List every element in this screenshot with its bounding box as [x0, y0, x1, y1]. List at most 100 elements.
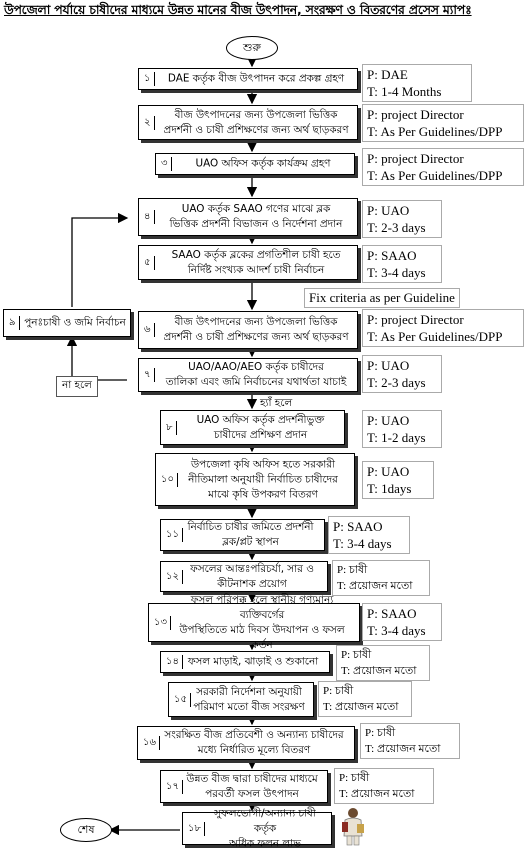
- step-number: ১৬: [140, 736, 160, 750]
- step-number: ৩: [158, 157, 172, 171]
- step-text: উপজেলা কৃষি অফিস হতে সরকারী নীতিমালা অনু…: [188, 458, 338, 500]
- person-time-box-14: P: চাষী T: প্রয়োজন মতো: [336, 645, 430, 681]
- step-number: ৮: [163, 420, 177, 435]
- end-terminal: শেষ: [60, 818, 112, 842]
- process-step-12: ১২ ফসলের আন্তঃপরিচর্যা, সার ও কীটনাশক প্…: [160, 561, 328, 592]
- person-text: P: SAAO: [367, 606, 417, 621]
- step-number: ৫: [141, 255, 155, 270]
- person-time-box-11: P: SAAO T: 3-4 days: [328, 516, 410, 554]
- person-time-box-13: P: SAAO T: 3-4 days: [362, 603, 442, 641]
- process-step-17: ১৭ উন্নত বীজ দ্বারা চাষীদের মাধ্যমে পরবর…: [160, 770, 328, 803]
- step-text: UAO অফিস কর্তৃক কার্যক্রম গ্রহণ: [195, 157, 331, 170]
- person-text: P: চাষী: [323, 685, 354, 697]
- person-time-box-15: P: চাষী T: প্রয়োজন মতো: [318, 681, 412, 717]
- person-text: P: UAO: [367, 464, 410, 479]
- time-text: T: As Per Guidelines/DPP: [367, 329, 503, 344]
- person-time-box-17: P: চাষী T: প্রয়োজন মতো: [334, 768, 434, 804]
- person-time-box-5: P: SAAO T: 3-4 days: [362, 245, 442, 283]
- step-text: UAO কর্তৃক SAAO গণের মাঝে ব্লক ভিত্তিক প…: [169, 203, 343, 230]
- time-text: T: 2-3 days: [367, 220, 426, 235]
- person-text: P: UAO: [367, 413, 410, 428]
- step-text: বীজ উৎপাদনের জন্য উপজেলা ভিত্তিক প্রদর্শ…: [163, 316, 349, 343]
- step-text: UAO অফিস কর্তৃক প্রদর্শনীভুক্ত চাষীদের প…: [196, 413, 325, 441]
- page-title: উপজেলা পর্যায়ে চাষীদের মাধ্যমে উন্নত মা…: [4, 2, 472, 17]
- person-time-box-7: P: UAO T: 2-3 days: [362, 355, 442, 393]
- process-step-4: ৪ UAO কর্তৃক SAAO গণের মাঝে ব্লক ভিত্তিক…: [138, 198, 358, 236]
- person-text: P: চাষী: [341, 649, 372, 661]
- process-step-13: ১৩ ফসল পরিপক্ক হলে স্থানীয় গণ্যমান্য ব্…: [148, 594, 360, 651]
- step-text: UAO/AAO/AEO কর্তৃক চাষীদের তালিকা এবং জম…: [165, 361, 347, 388]
- no-label: না হলে: [56, 376, 98, 397]
- step-number: ১: [141, 72, 155, 86]
- process-step-18: ১৮ সুফলভোগী/অন্যান্য চাষী কর্তৃক অধিক ফল…: [182, 807, 332, 849]
- step-text: ফসল মাড়াই, ঝাড়াই ও শুকানো: [187, 655, 319, 668]
- time-text: T: প্রয়োজন মতো: [365, 743, 441, 755]
- process-step-11: ১১ নির্বাচিত চাষীর জমিতে প্রদর্শনী ব্লক/…: [160, 519, 325, 551]
- process-step-6: ৬ বীজ উৎপাদনের জন্য উপজেলা ভিত্তিক প্রদর…: [138, 311, 358, 349]
- process-step-7: ৭ UAO/AAO/AEO কর্তৃক চাষীদের তালিকা এবং …: [138, 358, 358, 392]
- criteria-note: Fix criteria as per Guideline: [304, 288, 460, 308]
- step-number: ১১: [163, 528, 183, 542]
- time-text: T: 3-4 days: [367, 265, 426, 280]
- process-step-8: ৮ UAO অফিস কর্তৃক প্রদর্শনীভুক্ত চাষীদের…: [160, 410, 345, 445]
- process-step-3: ৩ UAO অফিস কর্তৃক কার্যক্রম গ্রহণ: [155, 153, 355, 175]
- step-number: ১২: [163, 569, 183, 584]
- person-text: P: project Director: [367, 107, 464, 122]
- step-text: নির্বাচিত চাষীর জমিতে প্রদর্শনী ব্লক/প্ল…: [187, 521, 314, 548]
- person-text: P: UAO: [367, 203, 410, 218]
- person-text: P: চাষী: [339, 772, 370, 784]
- time-text: T: প্রয়োজন মতো: [337, 580, 413, 592]
- step-number: ১৭: [163, 779, 183, 794]
- step-number: ১৮: [185, 821, 205, 836]
- time-text: T: As Per Guidelines/DPP: [367, 168, 503, 183]
- step-text: পুনঃচাষী ও জমি নির্বাচন: [24, 316, 126, 329]
- person-text: P: DAE: [367, 67, 408, 82]
- person-time-box-10: P: UAO T: 1days: [362, 461, 434, 499]
- yes-label: হ্যাঁ হলে: [258, 396, 295, 413]
- person-text: P: project Director: [367, 312, 464, 327]
- process-step-15: ১৫ সরকারী নির্দেশনা অনুযায়ী পরিমাণ মতো …: [168, 682, 314, 717]
- step-number: ১৩: [151, 615, 171, 630]
- end-label: শেষ: [77, 822, 95, 836]
- step-number: ১০: [158, 472, 178, 487]
- step-number: ৭: [141, 368, 155, 382]
- process-step-1: ১ DAE কর্তৃক বীজ উৎপাদন করে প্রকল্প গ্রহ…: [138, 68, 358, 90]
- person-time-box-12: P: চাষী T: প্রয়োজন মতো: [332, 560, 430, 596]
- time-text: T: 3-4 days: [333, 536, 392, 551]
- time-text: T: 1-2 days: [367, 430, 426, 445]
- process-step-2: ২ বীজ উৎপাদনের জন্য উপজেলা ভিত্তিক প্রদর…: [138, 105, 358, 140]
- process-step-5: ৫ SAAO কর্তৃক ব্লকের প্রগতিশীল চাষী হতে …: [138, 245, 358, 280]
- start-terminal: শুরু: [226, 36, 278, 60]
- time-text: T: As Per Guidelines/DPP: [367, 124, 503, 139]
- person-text: P: project Director: [367, 151, 464, 166]
- person-time-box-2: P: project Director T: As Per Guidelines…: [362, 104, 524, 142]
- time-text: T: 2-3 days: [367, 375, 426, 390]
- process-step-16: ১৬ সংরক্ষিত বীজ প্রতিবেশী ও অন্যান্য চাষ…: [137, 726, 355, 760]
- person-time-box-6: P: project Director T: As Per Guidelines…: [362, 309, 524, 347]
- start-label: শুরু: [243, 40, 261, 54]
- step-text: সংরক্ষিত বীজ প্রতিবেশী ও অন্যান্য চাষীদে…: [164, 729, 344, 756]
- step-number: ১৪: [163, 655, 183, 669]
- step-number: ৯: [6, 316, 20, 330]
- person-time-box-1: P: DAE T: 1-4 Months: [362, 64, 472, 102]
- person-time-box-4: P: UAO T: 2-3 days: [362, 200, 442, 238]
- step-text: সরকারী নির্দেশনা অনুযায়ী পরিমাণ মতো বীজ…: [193, 685, 305, 713]
- step-number: ২: [141, 115, 155, 130]
- person-time-box-8: P: UAO T: 1-2 days: [362, 410, 442, 448]
- step-text: ফসলের আন্তঃপরিচর্যা, সার ও কীটনাশক প্রয়…: [190, 562, 314, 590]
- time-text: T: 1-4 Months: [367, 84, 442, 99]
- person-text: P: SAAO: [333, 519, 383, 534]
- step-number: ৪: [141, 210, 155, 224]
- farmer-illustration: [342, 808, 364, 846]
- time-text: T: প্রয়োজন মতো: [323, 701, 399, 713]
- time-text: T: প্রয়োজন মতো: [341, 665, 417, 677]
- time-text: T: 3-4 days: [367, 623, 426, 638]
- process-step-9: ৯ পুনঃচাষী ও জমি নির্বাচন: [3, 309, 131, 337]
- process-step-10: ১০ উপজেলা কৃষি অফিস হতে সরকারী নীতিমালা …: [155, 453, 355, 506]
- person-time-box-3: P: project Director T: As Per Guidelines…: [362, 148, 524, 186]
- step-text: ফসল পরিপক্ক হলে স্থানীয় গণ্যমান্য ব্যক্…: [179, 593, 345, 651]
- person-text: P: SAAO: [367, 248, 417, 263]
- person-text: P: UAO: [367, 358, 410, 373]
- person-text: P: চাষী: [365, 727, 396, 739]
- person-time-box-16: P: চাষী T: প্রয়োজন মতো: [360, 723, 460, 759]
